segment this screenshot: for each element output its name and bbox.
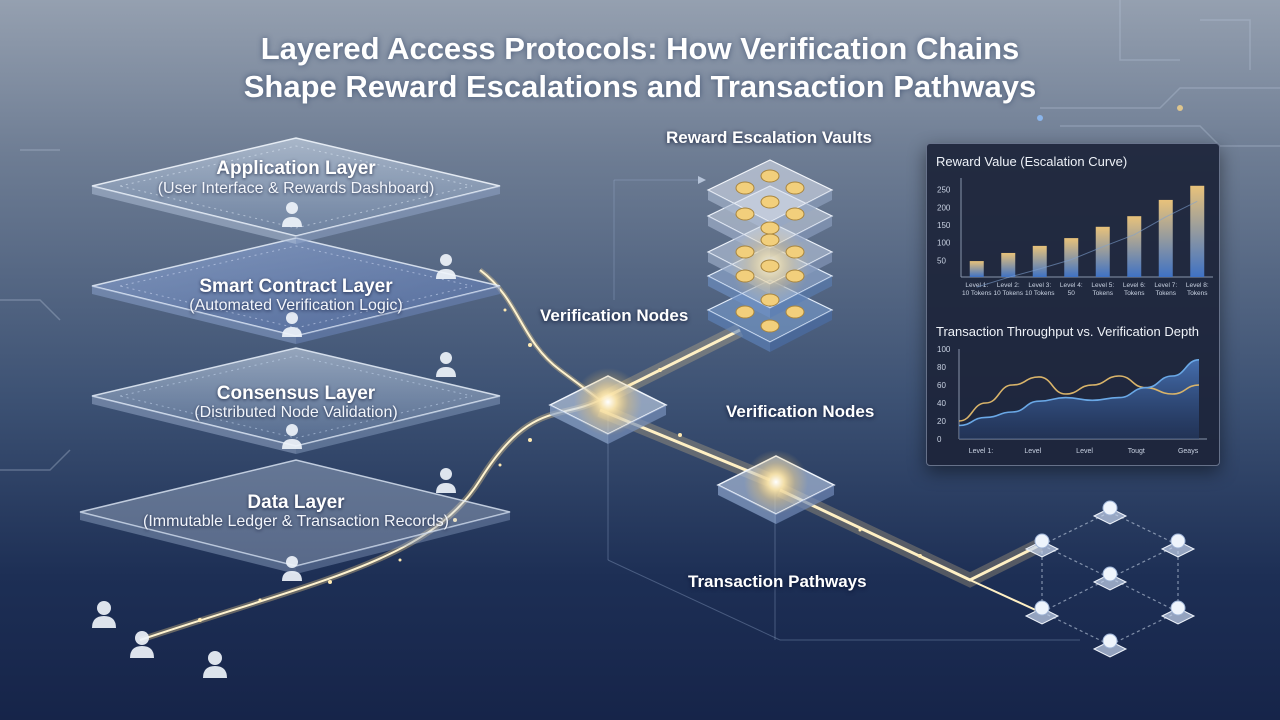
label-reward-vaults: Reward Escalation Vaults bbox=[666, 128, 872, 147]
area-x-tick-label: Tougt bbox=[1128, 448, 1145, 455]
bar-y-tick-label: 100 bbox=[937, 239, 951, 248]
layer-name-data: Data Layer bbox=[247, 492, 345, 513]
bar-y-tick-label: 200 bbox=[937, 203, 951, 212]
verification-node-main bbox=[548, 368, 668, 444]
bar-mark bbox=[1032, 245, 1047, 277]
bar-category-label-line2: Tokens bbox=[1187, 290, 1208, 297]
path-sparkles bbox=[198, 308, 922, 622]
area-y-tick-label: 20 bbox=[937, 417, 946, 426]
bar-mark bbox=[1127, 216, 1142, 277]
bar-category-label: Level 1: bbox=[965, 282, 988, 289]
bar-category-label-line2: Tokens bbox=[1124, 290, 1145, 297]
bar-trend-line bbox=[976, 200, 1198, 288]
bar-mark bbox=[1095, 226, 1110, 277]
layer-desc-application: (User Interface & Rewards Dashboard) bbox=[157, 180, 435, 197]
bar-category-label-line2: 10 Tokens bbox=[1025, 290, 1055, 297]
circuit-background bbox=[0, 0, 1280, 471]
bar-category-label-line2: 10 Tokens bbox=[993, 290, 1023, 297]
user-icons bbox=[92, 202, 456, 678]
bar-category-label: Level 8: bbox=[1186, 282, 1209, 289]
layer-name-smart-contract: Smart Contract Layer bbox=[199, 276, 393, 297]
area-chart-title: Transaction Throughput vs. Verification … bbox=[936, 324, 1200, 339]
bar-y-tick-label: 150 bbox=[937, 221, 951, 230]
bar-mark bbox=[1158, 199, 1173, 277]
bar-category-label-line2: Tokens bbox=[1092, 290, 1113, 297]
bar-chart-title: Reward Value (Escalation Curve) bbox=[936, 154, 1128, 169]
area-x-tick-label: Level 1: bbox=[969, 448, 994, 455]
label-transaction-pathways: Transaction Pathways bbox=[688, 572, 867, 591]
bar-mark bbox=[969, 261, 984, 277]
page-title: Layered Access Protocols: How Verificati… bbox=[140, 30, 1140, 106]
bar-category-label-line2: 50 bbox=[1068, 290, 1076, 297]
layer-desc-data: (Immutable Ledger & Transaction Records) bbox=[143, 513, 449, 530]
bar-mark bbox=[1001, 252, 1016, 277]
layer-desc-smart-contract: (Automated Verification Logic) bbox=[189, 297, 403, 314]
area-x-tick-label: Level bbox=[1024, 448, 1041, 455]
layer-name-application: Application Layer bbox=[216, 158, 376, 179]
verification-node-secondary bbox=[716, 450, 836, 524]
bar-category-label: Level 7: bbox=[1154, 282, 1177, 289]
bar-y-tick-label: 250 bbox=[937, 186, 951, 195]
reward-vault-stack bbox=[706, 159, 834, 352]
area-x-tick-label: Level bbox=[1076, 448, 1093, 455]
area-x-tick-label: Geays bbox=[1178, 448, 1199, 455]
label-verification-nodes-1: Verification Nodes bbox=[540, 306, 689, 325]
bar-mark bbox=[1190, 185, 1205, 277]
transaction-node-cluster bbox=[1024, 500, 1196, 658]
area-y-tick-label: 80 bbox=[937, 363, 946, 372]
bar-y-tick-label: 50 bbox=[937, 256, 946, 265]
layer-desc-consensus: (Distributed Node Validation) bbox=[194, 404, 398, 421]
label-verification-nodes-2: Verification Nodes bbox=[726, 402, 875, 421]
bar-category-label-line2: 10 Tokens bbox=[962, 290, 992, 297]
layer-plates bbox=[79, 137, 511, 574]
layer-name-consensus: Consensus Layer bbox=[216, 383, 376, 404]
bar-mark bbox=[1064, 238, 1079, 277]
area-y-tick-label: 40 bbox=[937, 399, 946, 408]
bar-category-label: Level 3: bbox=[1028, 282, 1051, 289]
bar-category-label: Level 2: bbox=[997, 282, 1020, 289]
area-y-tick-label: 0 bbox=[937, 435, 942, 444]
bar-category-label: Level 5: bbox=[1091, 282, 1114, 289]
area-y-tick-label: 60 bbox=[937, 381, 946, 390]
metrics-panel: Reward Value (Escalation Curve) Transact… bbox=[926, 143, 1220, 466]
area-line-series-1 bbox=[958, 359, 1200, 427]
bar-category-label: Level 6: bbox=[1123, 282, 1146, 289]
area-y-tick-label: 100 bbox=[937, 345, 951, 354]
bar-category-label: Level 4: bbox=[1060, 282, 1083, 289]
title-line-2: Shape Reward Escalations and Transaction… bbox=[243, 69, 1037, 104]
title-line-1: Layered Access Protocols: How Verificati… bbox=[260, 31, 1020, 66]
area-line-series-2 bbox=[958, 375, 1200, 422]
bar-category-label-line2: Tokens bbox=[1155, 290, 1176, 297]
